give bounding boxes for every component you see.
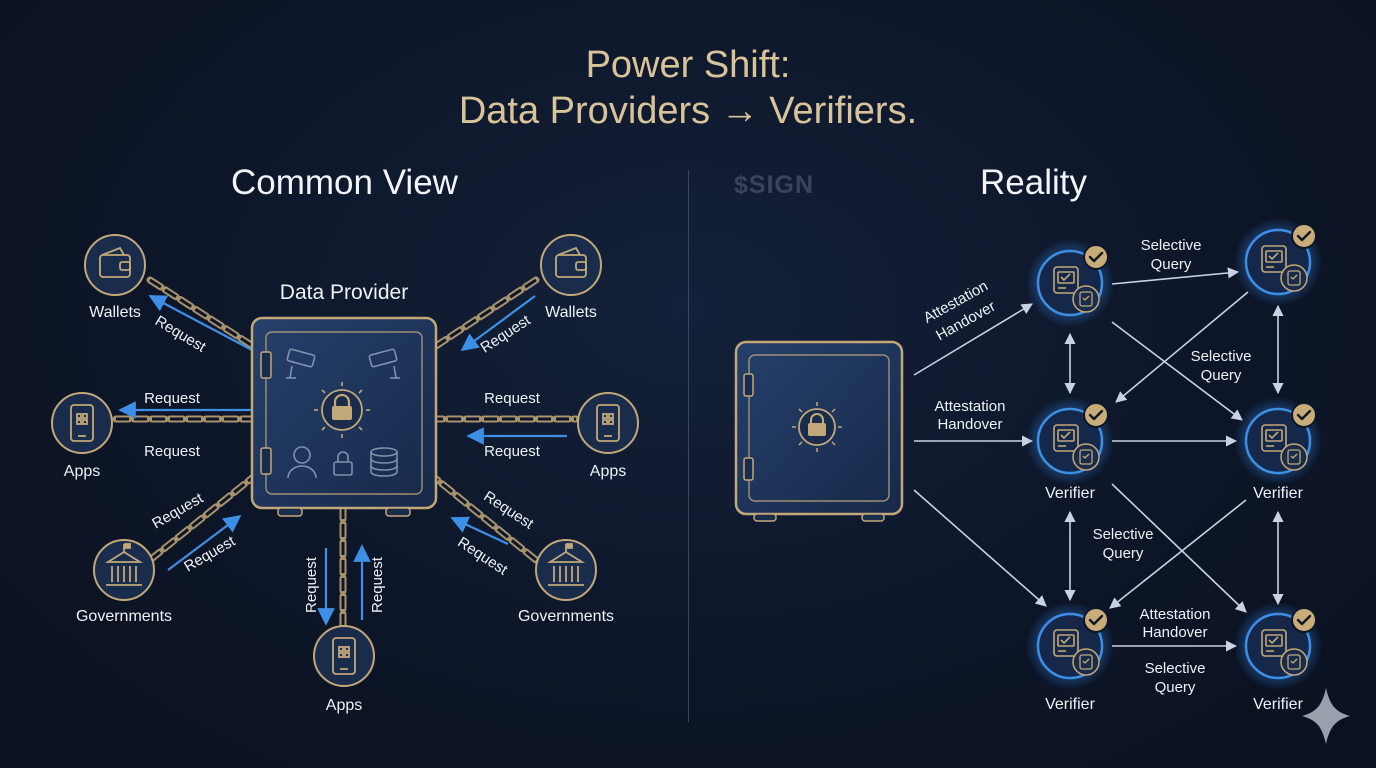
- person-icon: [287, 446, 317, 479]
- verifier-nodes: [1026, 218, 1322, 690]
- document-check-icon: [1261, 629, 1287, 657]
- small-document-icon: [1079, 449, 1093, 465]
- check-badge-icon: [1083, 402, 1109, 428]
- query-label-mid-2: Query: [1201, 367, 1242, 384]
- verifier-node: [1026, 239, 1114, 327]
- verifier-labels: Verifier Verifier Verifier Verifier: [1045, 485, 1303, 713]
- government-building-icon: [104, 543, 144, 586]
- wallets-node-left: Wallets: [84, 234, 146, 321]
- wallets-label-right: Wallets: [545, 304, 597, 321]
- title-line-2: Data Providers → Verifiers.: [458, 90, 918, 132]
- common-view-heading: Common View: [231, 163, 458, 202]
- request-label-wallets-left: Request: [152, 312, 209, 356]
- selective-label-bottom-1: Selective: [1145, 660, 1206, 677]
- camera-icon: [286, 348, 316, 379]
- data-provider-safe: Data Provider: [250, 281, 438, 517]
- verifier-node: [1234, 397, 1322, 485]
- check-badge-icon: [1291, 402, 1317, 428]
- verifier-node: [1234, 602, 1322, 690]
- chains: [112, 276, 580, 632]
- verifier-label-mid-left: Verifier: [1045, 485, 1095, 502]
- wallets-node-right: Wallets: [540, 234, 602, 321]
- handover-label-mid-2: Handover: [937, 416, 1002, 433]
- handover-label-bottom-2: Handover: [1142, 624, 1207, 641]
- request-label-apps-left-top: Request: [144, 390, 201, 407]
- government-building-icon: [546, 543, 586, 586]
- verifier-node: [1234, 218, 1322, 306]
- small-document-icon: [1079, 654, 1093, 670]
- small-document-icon: [1287, 449, 1301, 465]
- apps-node-right: Apps: [577, 392, 639, 480]
- verifier-label-mid-right: Verifier: [1253, 485, 1303, 502]
- small-document-icon: [1287, 654, 1301, 670]
- governments-node-left: Governments: [76, 539, 172, 625]
- request-label-apps-bottom-left: Request: [303, 556, 320, 613]
- apps-node-left: Apps: [51, 392, 113, 480]
- sign-brand-logo: $SIGN: [734, 171, 815, 199]
- document-check-icon: [1053, 424, 1079, 452]
- document-check-icon: [1053, 629, 1079, 657]
- attestation-label-mid-1: Attestation: [935, 398, 1006, 415]
- small-lock-icon: [333, 451, 353, 476]
- verifier-network-arrows: [913, 267, 1284, 652]
- check-badge-icon: [1291, 607, 1317, 633]
- camera-icon: [368, 348, 400, 379]
- governments-label-left: Governments: [76, 608, 172, 625]
- attestation-label-bottom-1: Attestation: [1140, 606, 1211, 623]
- query-label-low-2: Query: [1103, 545, 1144, 562]
- title-line-1: Power Shift:: [585, 44, 791, 86]
- query-label-bottom-2: Query: [1155, 679, 1196, 696]
- request-label-apps-right-bottom: Request: [484, 443, 541, 460]
- apps-label-right: Apps: [590, 463, 626, 480]
- selective-label-low-1: Selective: [1093, 526, 1154, 543]
- small-document-icon: [1287, 270, 1301, 286]
- document-check-icon: [1053, 266, 1079, 294]
- check-badge-icon: [1291, 223, 1317, 249]
- governments-node-right: Governments: [518, 539, 614, 625]
- request-arrows: [118, 295, 567, 626]
- small-document-icon: [1079, 291, 1093, 307]
- lock-icon: [792, 402, 842, 452]
- request-label-apps-bottom-right: Request: [369, 556, 386, 613]
- verifier-node: [1026, 397, 1114, 485]
- database-icon: [370, 447, 398, 477]
- lock-icon: [314, 382, 370, 438]
- document-check-icon: [1261, 245, 1287, 273]
- apps-label-left: Apps: [64, 463, 100, 480]
- wallets-label-left: Wallets: [89, 304, 141, 321]
- wallet-icon: [555, 246, 587, 278]
- verifier-label-bottom-left: Verifier: [1045, 696, 1095, 713]
- reality-heading: Reality: [980, 163, 1087, 202]
- phone-icon: [332, 637, 356, 675]
- verifier-node: [1026, 602, 1114, 690]
- phone-icon: [70, 404, 94, 442]
- query-label-top-2: Query: [1151, 256, 1192, 273]
- sparkle-icon: [1302, 688, 1350, 744]
- governments-label-right: Governments: [518, 608, 614, 625]
- request-label-gov-left-top: Request: [149, 489, 207, 532]
- selective-label-mid-1: Selective: [1191, 348, 1252, 365]
- selective-label-top-1: Selective: [1141, 237, 1202, 254]
- section-divider: [688, 170, 689, 722]
- data-provider-label: Data Provider: [280, 281, 408, 304]
- apps-node-bottom: Apps: [313, 625, 375, 714]
- reality-safe: [734, 340, 904, 522]
- request-label-apps-left-bottom: Request: [144, 443, 201, 460]
- request-label-apps-right-top: Request: [484, 390, 541, 407]
- check-badge-icon: [1083, 607, 1109, 633]
- phone-icon: [596, 404, 620, 442]
- verifier-label-bottom-right: Verifier: [1253, 696, 1303, 713]
- wallet-icon: [99, 246, 131, 278]
- apps-label-bottom: Apps: [326, 697, 362, 714]
- check-badge-icon: [1083, 244, 1109, 270]
- document-check-icon: [1261, 424, 1287, 452]
